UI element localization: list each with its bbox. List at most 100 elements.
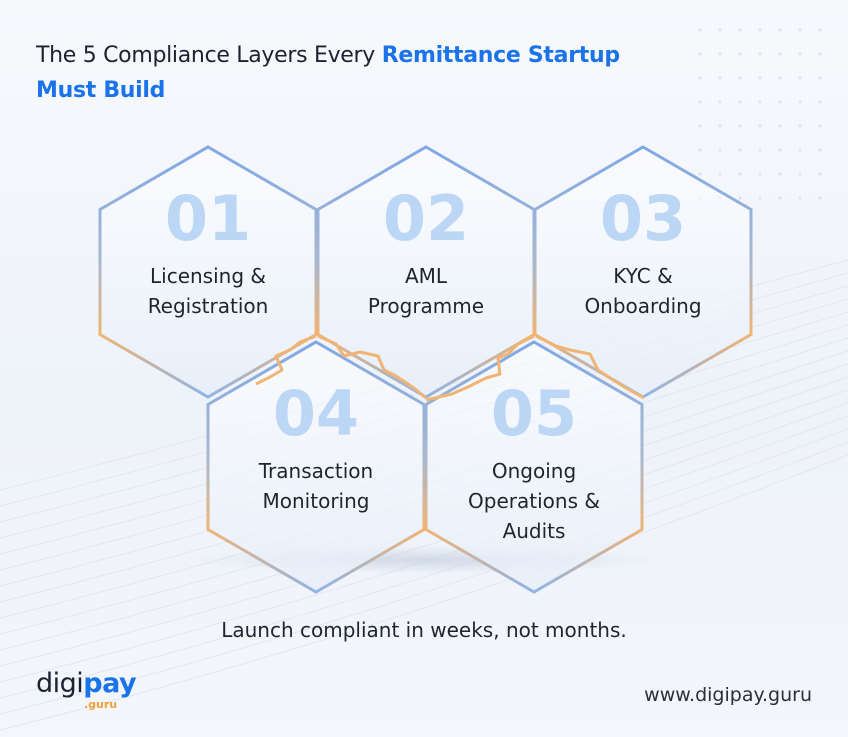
grid-dot (758, 172, 762, 176)
logo-word-pay: pay (83, 668, 137, 699)
zigzag-seam (535, 334, 645, 400)
grid-dot (718, 52, 722, 56)
grid-dot (818, 52, 822, 56)
grid-dot (818, 28, 822, 32)
zigzag-seam (317, 334, 427, 400)
zigzag-seam (255, 334, 317, 386)
grid-dot (818, 100, 822, 104)
grid-dot (818, 196, 822, 200)
zigzag-seam (425, 334, 535, 402)
grid-dot (758, 52, 762, 56)
title-highlight-2: Must Build (36, 78, 166, 103)
grid-dot (738, 148, 742, 152)
grid-dot (718, 148, 722, 152)
layer-label-line: Operations & (468, 489, 600, 513)
grid-dot (738, 124, 742, 128)
grid-dot (758, 124, 762, 128)
layer-label-line: Ongoing (492, 459, 576, 483)
grid-dot (738, 172, 742, 176)
grid-dot (778, 28, 782, 32)
grid-dot (698, 52, 702, 56)
grid-dot (718, 28, 722, 32)
grid-dot (758, 196, 762, 200)
grid-dot (698, 28, 702, 32)
grid-dot (758, 100, 762, 104)
hexagon-shape (206, 340, 426, 594)
grid-dot (718, 100, 722, 104)
layer-number: 05 (491, 377, 577, 450)
grid-dot (778, 196, 782, 200)
layer-label-line: Registration (148, 294, 269, 318)
grid-dot (738, 100, 742, 104)
grid-dot (798, 124, 802, 128)
layer-number: 03 (600, 182, 686, 255)
grid-dot (698, 100, 702, 104)
grid-dot (798, 100, 802, 104)
layer-number: 04 (273, 377, 359, 450)
layer-label-line: Transaction (258, 459, 373, 483)
grid-dot (698, 76, 702, 80)
grid-dot (738, 76, 742, 80)
grid-dot (778, 124, 782, 128)
grid-dot (818, 172, 822, 176)
wave-line (0, 415, 848, 683)
layer-label-line: Programme (368, 294, 484, 318)
logo-word-digi: digi (36, 668, 84, 699)
grid-dot (818, 76, 822, 80)
grid-dot (738, 52, 742, 56)
tagline: Launch compliant in weeks, not months. (221, 618, 627, 642)
grid-dot (738, 28, 742, 32)
grid-dot (778, 52, 782, 56)
hexagon-shape (424, 340, 644, 594)
grid-dot (778, 100, 782, 104)
website-link[interactable]: www.digipay.guru (644, 684, 812, 706)
layer-label-line: Audits (503, 519, 566, 543)
grid-dot (698, 148, 702, 152)
layer-label-line: KYC & (613, 264, 672, 288)
layer-number: 02 (383, 182, 469, 255)
grid-dot (758, 76, 762, 80)
title-highlight-1: Remittance Startup (381, 43, 620, 68)
grid-dot (798, 28, 802, 32)
grid-dot (778, 148, 782, 152)
grid-dot (798, 76, 802, 80)
layer-label-line: Licensing & (150, 264, 266, 288)
grid-dot (698, 172, 702, 176)
hexagon-shape (98, 145, 318, 399)
grid-dot (738, 196, 742, 200)
grid-dot (718, 124, 722, 128)
wave-line (0, 441, 848, 715)
decorative-dot-grid (698, 28, 822, 200)
layer-label-line: Onboarding (584, 294, 701, 318)
layer-label-line: Monitoring (263, 489, 370, 513)
layer-number: 01 (165, 182, 251, 255)
grid-dot (798, 172, 802, 176)
grid-dot (758, 148, 762, 152)
grid-dot (758, 28, 762, 32)
grid-dot (698, 124, 702, 128)
wave-line (0, 454, 848, 731)
grid-dot (778, 76, 782, 80)
grid-dot (818, 148, 822, 152)
grid-dot (778, 172, 782, 176)
grid-dot (718, 172, 722, 176)
digipay-logo[interactable]: digipay .guru (36, 668, 146, 718)
grid-dot (718, 76, 722, 80)
wave-line (0, 428, 848, 699)
title-plain: The 5 Compliance Layers Every (36, 43, 382, 68)
grid-dot (798, 148, 802, 152)
layer-label-line: AML (405, 264, 448, 288)
grid-dot (798, 52, 802, 56)
logo-word-guru: .guru (84, 698, 118, 711)
grid-dot (818, 124, 822, 128)
zigzag-connectors (255, 334, 645, 402)
grid-dot (798, 196, 802, 200)
page-title: The 5 Compliance Layers Every Remittance… (36, 38, 676, 108)
